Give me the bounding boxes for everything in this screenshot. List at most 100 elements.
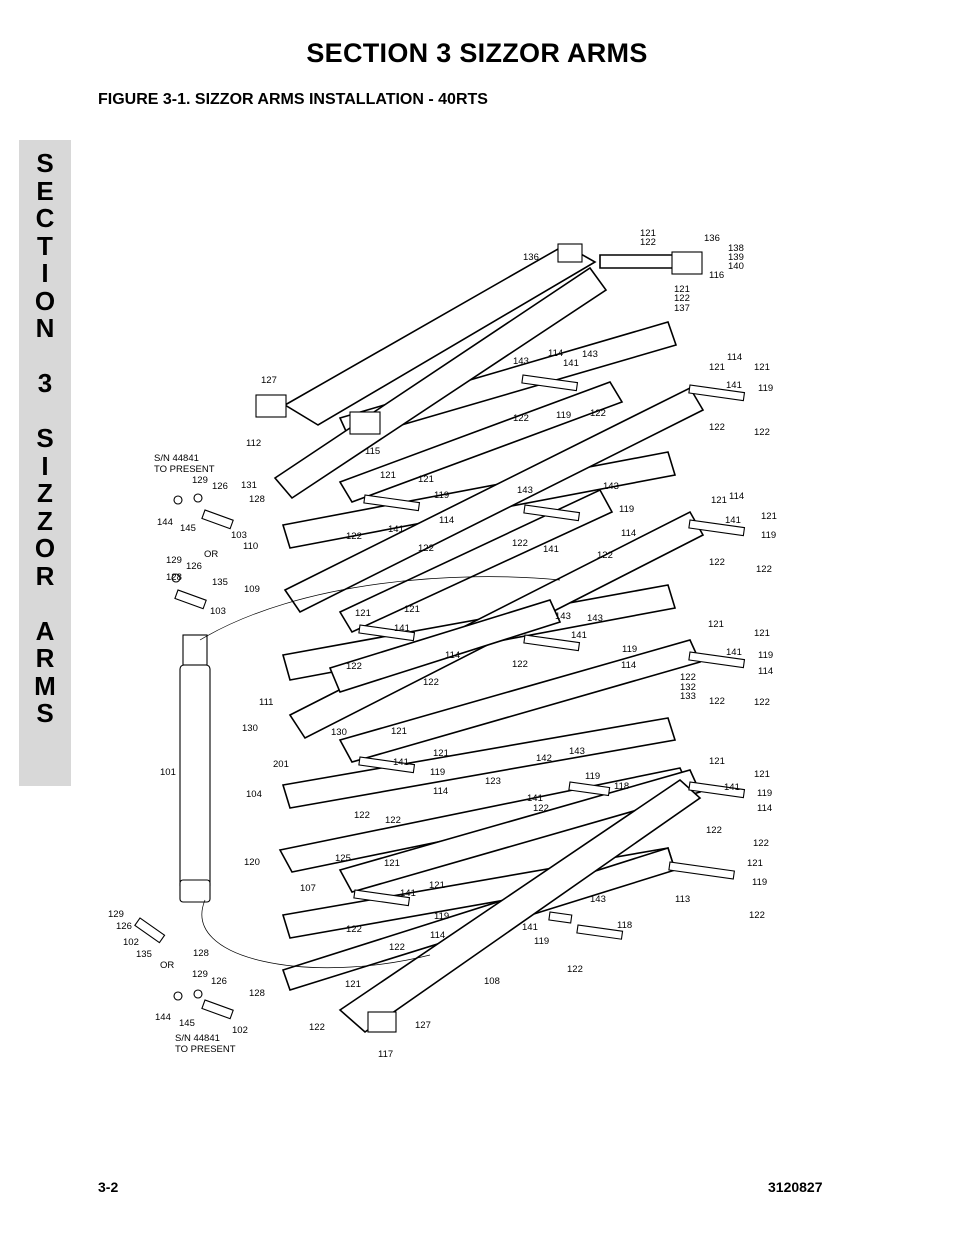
callout: 143 xyxy=(603,481,619,492)
callout: 130 xyxy=(242,723,258,734)
callout: 122 xyxy=(709,422,725,433)
callout: 114 xyxy=(729,491,744,502)
callout: 114 xyxy=(621,528,636,539)
callout: 131 xyxy=(241,480,257,491)
wear-pad-left xyxy=(255,394,287,418)
callout: 144 xyxy=(157,517,173,528)
wear-pad-bottom xyxy=(367,1011,397,1033)
washer xyxy=(193,989,203,999)
callout: 122 xyxy=(597,550,613,561)
callout: 101 xyxy=(160,767,176,778)
arm-l2-a xyxy=(338,381,624,503)
sn-note: TO PRESENT xyxy=(154,464,215,475)
tab-letter: E xyxy=(36,175,54,206)
washer xyxy=(193,493,203,503)
wear-pad-top-right xyxy=(671,251,703,275)
cylinder-base-end xyxy=(179,879,211,903)
callout: 129 xyxy=(108,909,124,920)
callout: 126 xyxy=(211,976,227,987)
callout: 123 xyxy=(485,776,501,787)
callout: 137 xyxy=(674,303,690,314)
callout: 127 xyxy=(261,375,277,386)
callout: 201 xyxy=(273,759,289,770)
cylinder-pin xyxy=(174,589,207,610)
callout: 115 xyxy=(365,446,380,457)
cylinder-pin xyxy=(201,509,234,530)
pin xyxy=(523,504,581,522)
callout: 121 xyxy=(754,628,770,639)
callout: 141 xyxy=(543,544,559,555)
pin xyxy=(576,924,624,940)
cylinder-pin xyxy=(201,999,234,1020)
callout: 133 xyxy=(680,691,696,702)
callout: 121 xyxy=(355,608,371,619)
callout: 141 xyxy=(571,630,587,641)
pin xyxy=(688,781,746,799)
callout: 122 xyxy=(423,677,439,688)
or-note: OR xyxy=(160,960,174,971)
callout: 119 xyxy=(758,650,773,661)
callout: 121 xyxy=(708,619,724,630)
callout: 141 xyxy=(400,888,416,899)
arm-l3-d xyxy=(328,599,562,693)
tab-letter: S xyxy=(36,148,54,178)
arm-l3-a xyxy=(338,488,614,634)
callout: 121 xyxy=(761,511,777,522)
callout: 140 xyxy=(728,261,744,272)
callout: 136 xyxy=(704,233,720,244)
callout: 114 xyxy=(548,348,563,359)
document-number: 3120827 xyxy=(768,1179,823,1195)
callout: 122 xyxy=(513,413,529,424)
tab-letter: O xyxy=(34,533,56,563)
callout: 111 xyxy=(259,697,273,708)
callout: 109 xyxy=(244,584,260,595)
callout: 118 xyxy=(614,781,629,792)
callout: 122 xyxy=(346,661,362,672)
callout: 130 xyxy=(331,727,347,738)
callout: 142 xyxy=(536,753,552,764)
callout: 122 xyxy=(709,557,725,568)
callout: 132 xyxy=(680,682,696,693)
pin xyxy=(363,494,421,512)
tab-letter: R xyxy=(35,560,55,591)
callout: 122 xyxy=(389,942,405,953)
tab-letter: M xyxy=(34,670,56,701)
callout: 114 xyxy=(445,650,460,661)
callout: 121 xyxy=(380,470,396,481)
callout: 121 xyxy=(433,748,449,759)
callout: 119 xyxy=(622,644,637,655)
callout: 143 xyxy=(590,894,606,905)
arm-l4-b xyxy=(281,717,677,809)
page-number: 3-2 xyxy=(98,1179,119,1195)
callout: 121 xyxy=(404,604,420,615)
callout: 143 xyxy=(513,356,529,367)
callout: 141 xyxy=(388,524,404,535)
callout: 125 xyxy=(335,853,351,864)
callout: 141 xyxy=(393,757,409,768)
callout: 122 xyxy=(385,815,401,826)
callout: 121 xyxy=(747,858,763,869)
callout: 114 xyxy=(727,352,742,363)
tab-letter: S xyxy=(36,698,54,728)
callout: 122 xyxy=(346,531,362,542)
callout: 121 xyxy=(429,880,445,891)
callout: 121 xyxy=(418,474,434,485)
cylinder-rod-end xyxy=(182,634,208,666)
callout: 141 xyxy=(724,782,740,793)
callout: 145 xyxy=(179,1018,195,1029)
callout: 121 xyxy=(391,726,407,737)
callout: 141 xyxy=(725,515,741,526)
callout: 128 xyxy=(249,988,265,999)
callout: 103 xyxy=(210,606,226,617)
callout: 112 xyxy=(246,438,261,449)
callout: 110 xyxy=(243,541,258,552)
callout: 122 xyxy=(674,293,690,304)
callout: 119 xyxy=(757,788,772,799)
callout: 113 xyxy=(675,894,690,905)
callout: 128 xyxy=(166,572,182,583)
callout: 107 xyxy=(300,883,316,894)
callout: 121 xyxy=(711,495,727,506)
cylinder-pin-hardware xyxy=(134,493,234,1020)
callout: 135 xyxy=(136,949,152,960)
arm-l2-c xyxy=(283,386,705,614)
